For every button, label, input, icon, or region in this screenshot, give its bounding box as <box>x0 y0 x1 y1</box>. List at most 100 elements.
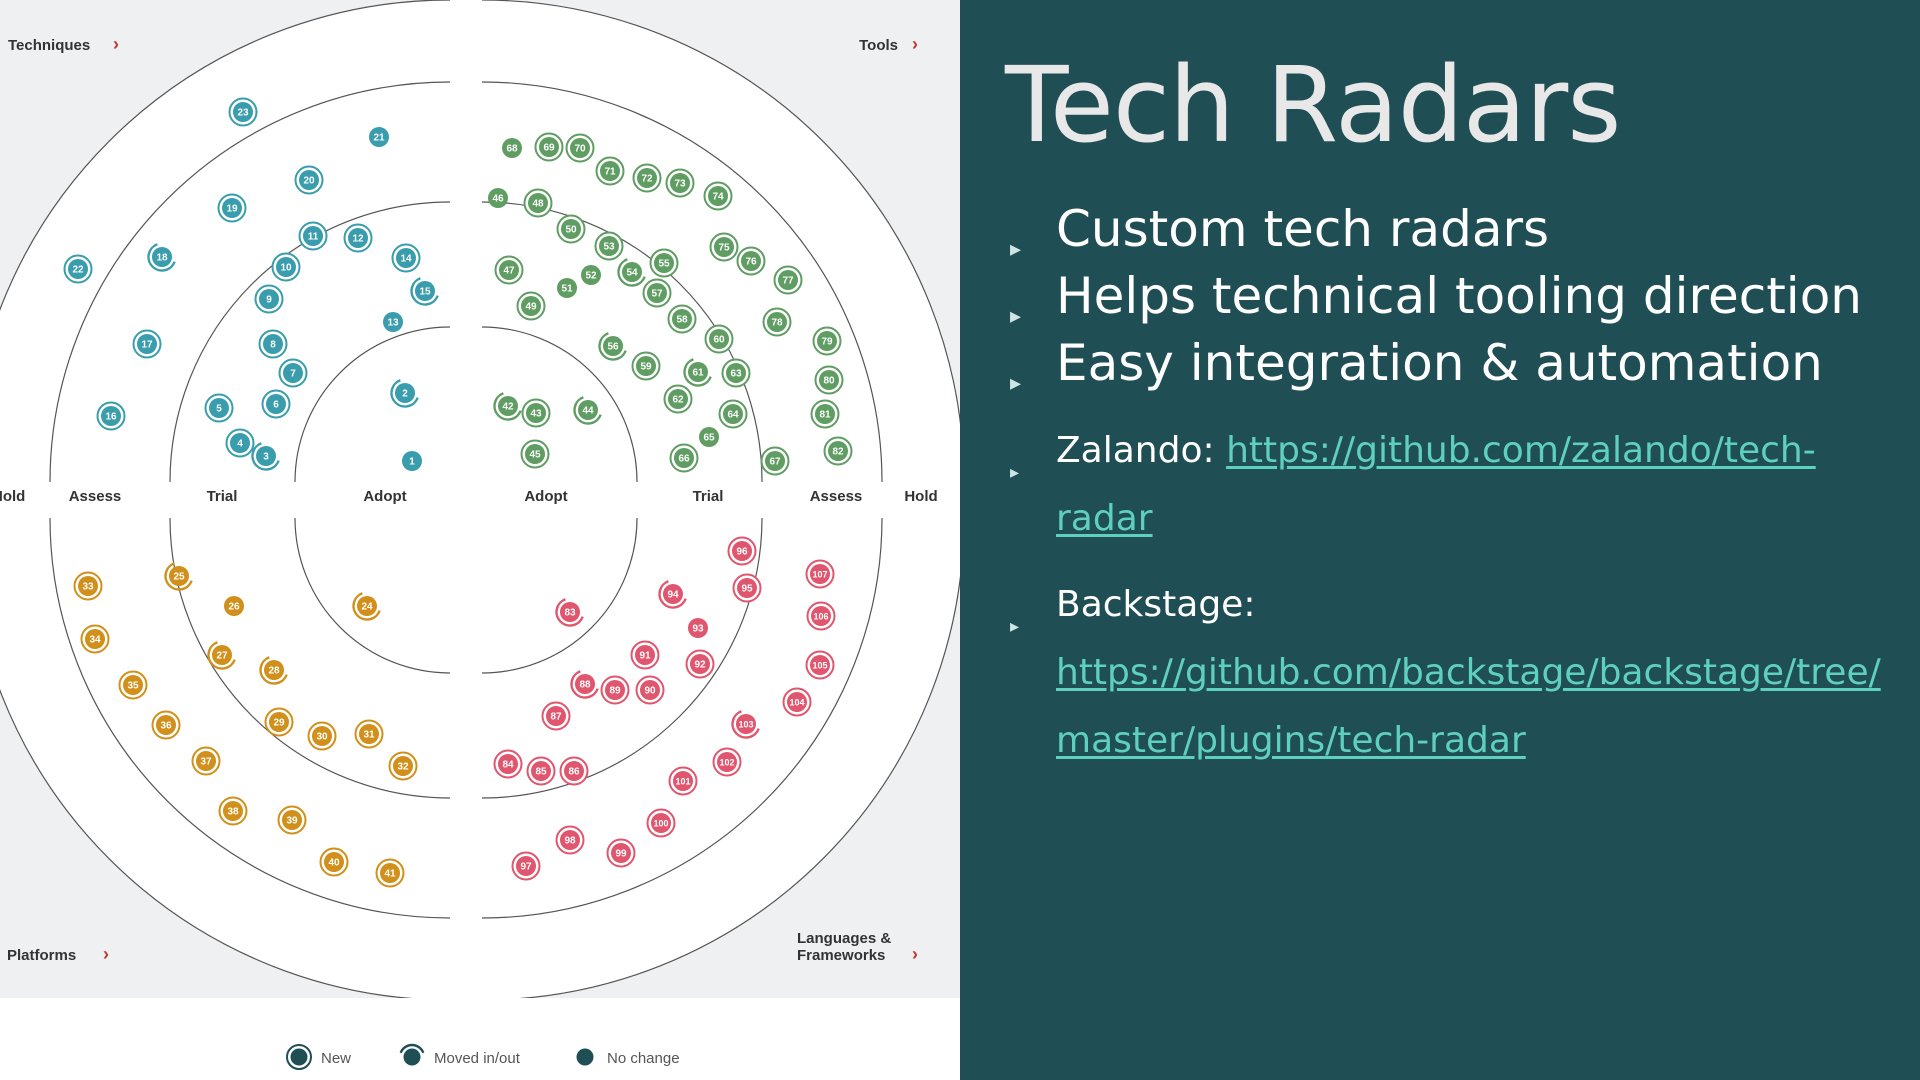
blip-tools-58: 58 <box>667 304 697 334</box>
blip-platforms-27: 27 <box>207 641 236 670</box>
bullet-text: Helps technical tooling direction <box>1056 267 1862 325</box>
blip-languages-101: 101 <box>668 766 698 796</box>
blip-number: 47 <box>503 266 515 277</box>
blip-dot <box>169 566 189 586</box>
ring-label-hold: Hold <box>0 488 25 505</box>
blip-moved-arc <box>259 656 288 685</box>
zalando-link[interactable]: https://github.com/zalando/tech-radar <box>1056 430 1816 539</box>
blip-number: 43 <box>530 409 542 420</box>
blip-number: 101 <box>675 777 690 787</box>
blip-number: 64 <box>727 410 739 421</box>
bullet-zalando: ▸ Zalando: https://github.com/zalando/te… <box>1010 417 1890 553</box>
blip-techniques-9: 9 <box>254 284 284 314</box>
blip-number: 45 <box>529 450 541 461</box>
blip-tools-52: 52 <box>581 265 601 285</box>
blip-number: 9 <box>266 295 272 306</box>
legend-no-change-icon <box>576 1048 594 1066</box>
blip-techniques-4: 4 <box>225 428 255 458</box>
blip-dot <box>688 362 708 382</box>
blip-tools-49: 49 <box>516 291 546 321</box>
blip-number: 102 <box>719 758 734 768</box>
blip-dot <box>222 198 242 218</box>
blip-tools-70: 70 <box>565 133 595 163</box>
blip-number: 7 <box>290 369 296 380</box>
blip-dot <box>396 248 416 268</box>
blip-number: 92 <box>694 660 706 671</box>
blip-dot <box>717 752 737 772</box>
legend-moved-icon <box>399 1043 425 1054</box>
blip-tools-77: 77 <box>773 265 803 295</box>
ring-label-adopt: Adopt <box>524 488 567 505</box>
blip-number: 74 <box>712 192 724 203</box>
ring-label-hold: Hold <box>904 488 937 505</box>
blip-techniques-18: 18 <box>147 243 176 272</box>
blip-dot <box>672 309 692 329</box>
blip-dot <box>741 251 761 271</box>
blip-languages-93: 93 <box>688 618 708 638</box>
chevron-right-icon: › <box>103 944 109 964</box>
blip-tools-82: 82 <box>823 436 853 466</box>
blip-dot <box>156 715 176 735</box>
blip-number: 77 <box>782 276 794 287</box>
blip-number: 57 <box>651 289 663 300</box>
slide-content: Tech Radars ▸ Custom tech radars ▸ Helps… <box>960 0 1920 1080</box>
blip-tools-60: 60 <box>704 324 734 354</box>
blip-tools-79: 79 <box>812 326 842 356</box>
blip-dot <box>380 863 400 883</box>
blip-tools-65: 65 <box>699 427 719 447</box>
quadrant-label-tools: Tools <box>859 37 898 54</box>
backstage-link[interactable]: https://github.com/backstage/backstage/t… <box>1056 652 1881 761</box>
blip-number: 93 <box>692 624 704 635</box>
blip-languages-83: 83 <box>555 598 584 627</box>
blip-number: 69 <box>543 143 555 154</box>
blip-dot <box>383 312 403 332</box>
blip-languages-103: 103 <box>731 710 760 739</box>
bullet-marker-icon: ▸ <box>1010 462 1020 483</box>
blip-number: 62 <box>672 395 684 406</box>
blip-dot <box>599 236 619 256</box>
blip-techniques-3: 3 <box>251 442 280 471</box>
blip-dot <box>651 813 671 833</box>
blip-tools-53: 53 <box>594 231 624 261</box>
blip-dot <box>312 726 332 746</box>
blip-dot <box>737 578 757 598</box>
bullet-tooling-direction: ▸ Helps technical tooling direction <box>1010 263 1890 330</box>
blip-platforms-39: 39 <box>277 805 307 835</box>
blip-number: 99 <box>615 849 627 860</box>
blip-languages-106: 106 <box>806 601 836 631</box>
blip-dot <box>68 259 88 279</box>
blip-techniques-10: 10 <box>271 252 301 282</box>
blip-platforms-40: 40 <box>319 847 349 877</box>
blip-number: 65 <box>703 433 715 444</box>
blip-number: 30 <box>316 732 328 743</box>
blip-number: 20 <box>303 176 315 187</box>
blip-dot <box>276 257 296 277</box>
blip-dot <box>819 370 839 390</box>
blip-number: 5 <box>216 404 222 415</box>
legend-moved-label: Moved in/out <box>434 1050 521 1067</box>
blip-dot <box>600 161 620 181</box>
blip-techniques-8: 8 <box>258 329 288 359</box>
blip-number: 81 <box>819 410 831 421</box>
blip-dot <box>736 714 756 734</box>
blip-dot <box>708 186 728 206</box>
blip-number: 4 <box>237 439 243 450</box>
bullet-text: Custom tech radars <box>1056 200 1550 258</box>
blip-dot <box>611 843 631 863</box>
blip-number: 25 <box>173 572 185 583</box>
blip-moved-arc <box>731 710 760 739</box>
blip-dot <box>224 596 244 616</box>
blip-techniques-14: 14 <box>391 243 421 273</box>
blip-number: 107 <box>812 570 827 580</box>
blip-platforms-33: 33 <box>73 571 103 601</box>
blip-platforms-38: 38 <box>218 796 248 826</box>
blip-languages-102: 102 <box>712 747 742 777</box>
blip-dot <box>299 170 319 190</box>
blip-number: 94 <box>667 590 679 601</box>
blip-platforms-24: 24 <box>352 592 381 621</box>
blip-languages-107: 107 <box>805 559 835 589</box>
blip-number: 90 <box>644 686 656 697</box>
blip-dot <box>212 645 232 665</box>
ring-adopt <box>294 326 450 482</box>
blip-languages-86: 86 <box>559 756 589 786</box>
